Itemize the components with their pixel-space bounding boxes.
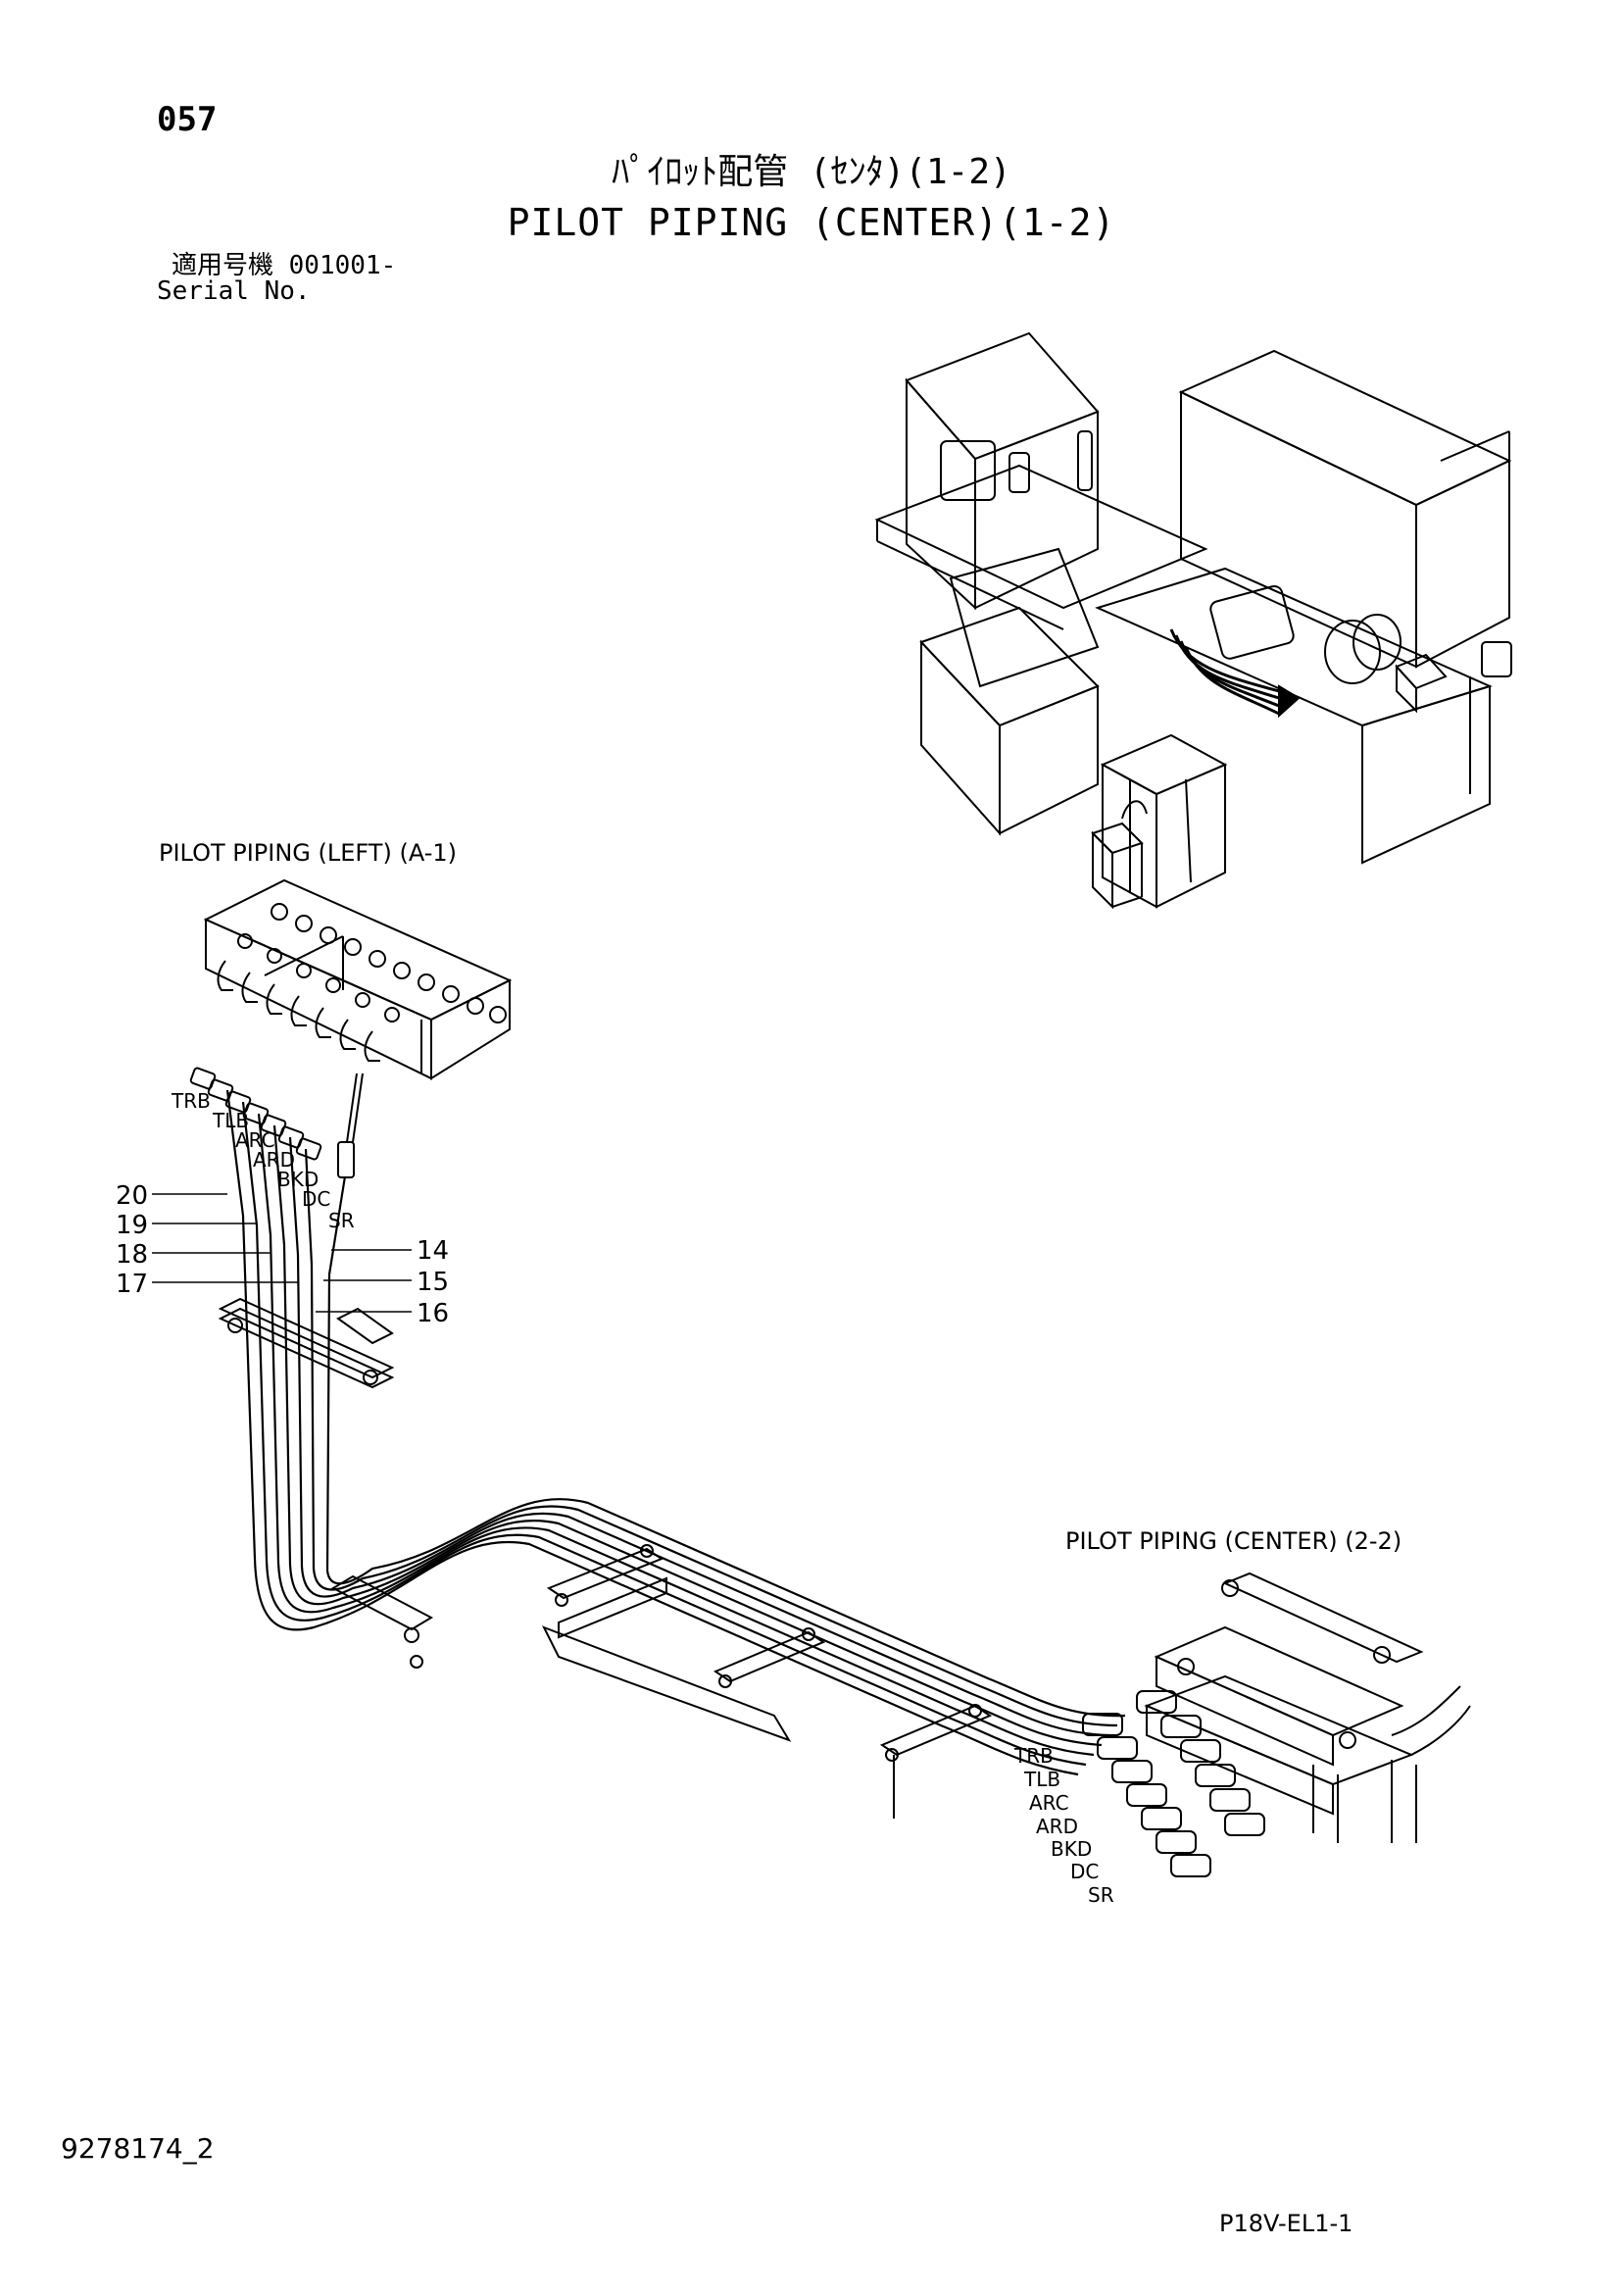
- callout-number: 16: [417, 1299, 449, 1328]
- valve-port-caps: [237, 903, 484, 1023]
- pipe-label-right: SR: [1088, 1883, 1114, 1907]
- callout-number: 14: [417, 1236, 449, 1266]
- pipe-label-left: TRB: [171, 1089, 211, 1113]
- pipe-label-right: TLB: [1023, 1768, 1060, 1791]
- pilot-pipe-bundle: [225, 1089, 1126, 1776]
- pipe-label-left: BKD: [277, 1168, 319, 1191]
- title-japanese: ﾊﾟｲﾛｯﾄ配管 (ｾﾝﾀ)(1-2): [612, 152, 1011, 192]
- view-label-left: PILOT PIPING (LEFT) (A-1): [159, 839, 458, 867]
- page-number: 057: [157, 100, 218, 139]
- pipe-label-right: TRB: [1013, 1744, 1054, 1768]
- callout-number: 20: [116, 1181, 148, 1211]
- pipe-label-right: BKD: [1051, 1837, 1092, 1861]
- machine-overview-sketch: [874, 331, 1512, 910]
- pipe-label-left: ARD: [253, 1148, 295, 1172]
- callout-number: 18: [116, 1240, 148, 1270]
- view-label-center: PILOT PIPING (CENTER) (2-2): [1065, 1527, 1402, 1555]
- pipe-label-left: SR: [328, 1209, 355, 1232]
- pipe-labels-right: TRB TLB ARC ARD BKD DC SR: [1013, 1744, 1114, 1907]
- pipe-label-left: TLB: [212, 1109, 249, 1132]
- pilot-valve-block: [203, 878, 513, 1080]
- drawing-code: P18V-EL1-1: [1219, 2210, 1353, 2237]
- pipe-labels-left: TRB TLB ARC ARD BKD DC SR: [171, 1089, 355, 1232]
- callout-number: 17: [116, 1270, 148, 1299]
- pipe-clamps: [218, 1297, 993, 1819]
- pipe-end-fittings-left: [189, 1067, 364, 1178]
- pipe-label-left: DC: [302, 1187, 330, 1211]
- manifold-fittings: [1082, 1690, 1265, 1877]
- serial-label-japanese: 適用号機 001001-: [172, 251, 397, 280]
- valve-elbow-fittings: [217, 960, 380, 1062]
- part-callouts: 20 19 18 17 14 15 16: [116, 1181, 449, 1328]
- pipe-label-right: ARC: [1029, 1791, 1069, 1815]
- callout-leader-lines: [152, 1193, 412, 1313]
- pipe-label-right: DC: [1070, 1860, 1099, 1883]
- title-english: PILOT PIPING (CENTER)(1-2): [507, 201, 1116, 244]
- callout-number: 15: [417, 1268, 449, 1297]
- document-number: 9278174_2: [61, 2132, 215, 2165]
- pipe-label-left: ARC: [235, 1128, 275, 1152]
- pipe-label-right: ARD: [1036, 1815, 1078, 1838]
- center-manifold: [1082, 1572, 1471, 1877]
- serial-label-english: Serial No.: [157, 276, 311, 306]
- callout-number: 19: [116, 1211, 148, 1240]
